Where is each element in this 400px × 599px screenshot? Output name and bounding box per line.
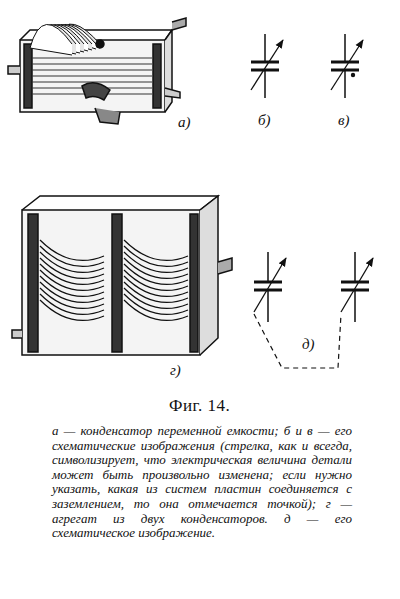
plate-stack [40,246,104,266]
figure-title: Фиг. 14. [169,396,230,416]
figure-letter: г) [170,362,181,379]
plate-stack [40,258,104,278]
plate-stack [124,288,188,308]
plate-stack [40,288,104,308]
stator-plate [32,64,152,65]
plate-stack [40,276,104,296]
plate-stack [40,252,104,272]
figure-caption: а — конденсатор переменной емкости; б и … [52,424,352,541]
plate-stack [40,264,104,284]
plate-stack [124,240,188,260]
plate-stack [40,240,104,260]
plate-stack [124,276,188,296]
plate-stack [124,294,188,314]
variable-capacitor-symbol-grounded [331,34,363,98]
plate-stack [40,270,104,290]
ganged-capacitor-symbol [254,252,373,368]
stator-plate [32,58,152,59]
plate-stack [40,282,104,302]
rotor-plate [30,24,72,55]
plate-stack [124,264,188,284]
plate-stack [124,270,188,290]
variable-capacitor-drawing [8,18,186,124]
variable-capacitor-symbol [251,34,283,98]
plate-stack [124,246,188,266]
figure-letter: д) [302,336,315,353]
stator-plate [32,70,152,71]
figure-letter: б) [258,112,271,129]
stator-plate [32,76,152,77]
figure-letter: в) [338,112,350,129]
figure-letter: а) [178,114,191,131]
plate-stack [40,300,104,320]
plate-stack [124,300,188,320]
plate-stack [124,252,188,272]
twin-capacitor-drawing [12,196,232,355]
plate-stack [124,282,188,302]
plate-stack [40,294,104,314]
plate-stack [124,258,188,278]
